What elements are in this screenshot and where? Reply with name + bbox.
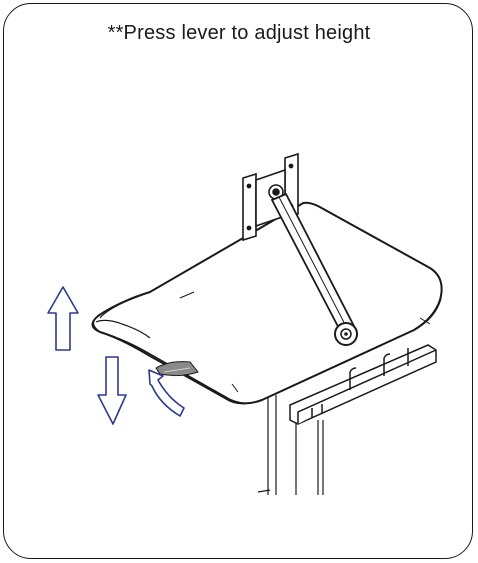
- down-arrow-icon: [97, 356, 127, 425]
- support-arm: [270, 192, 358, 346]
- under-tray: [289, 344, 437, 425]
- up-arrow-icon: [47, 286, 79, 351]
- desk-surface: [91, 201, 443, 405]
- curved-arrow-icon: [148, 369, 185, 417]
- adjustment-lever: [155, 361, 199, 377]
- instruction-caption: **Press lever to adjust height: [107, 22, 371, 44]
- desk-column: [257, 395, 324, 495]
